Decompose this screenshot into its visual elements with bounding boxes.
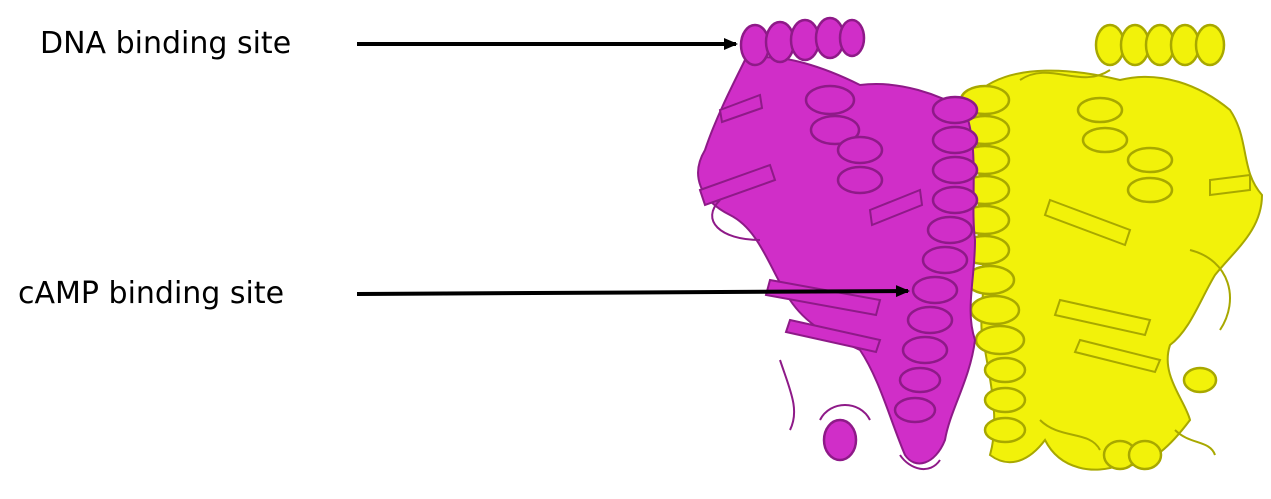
chain-b-top-helix — [1096, 25, 1224, 65]
chain-a-top-helix — [741, 18, 864, 65]
protein-chain-b — [961, 25, 1262, 470]
protein-chain-a — [698, 18, 977, 469]
